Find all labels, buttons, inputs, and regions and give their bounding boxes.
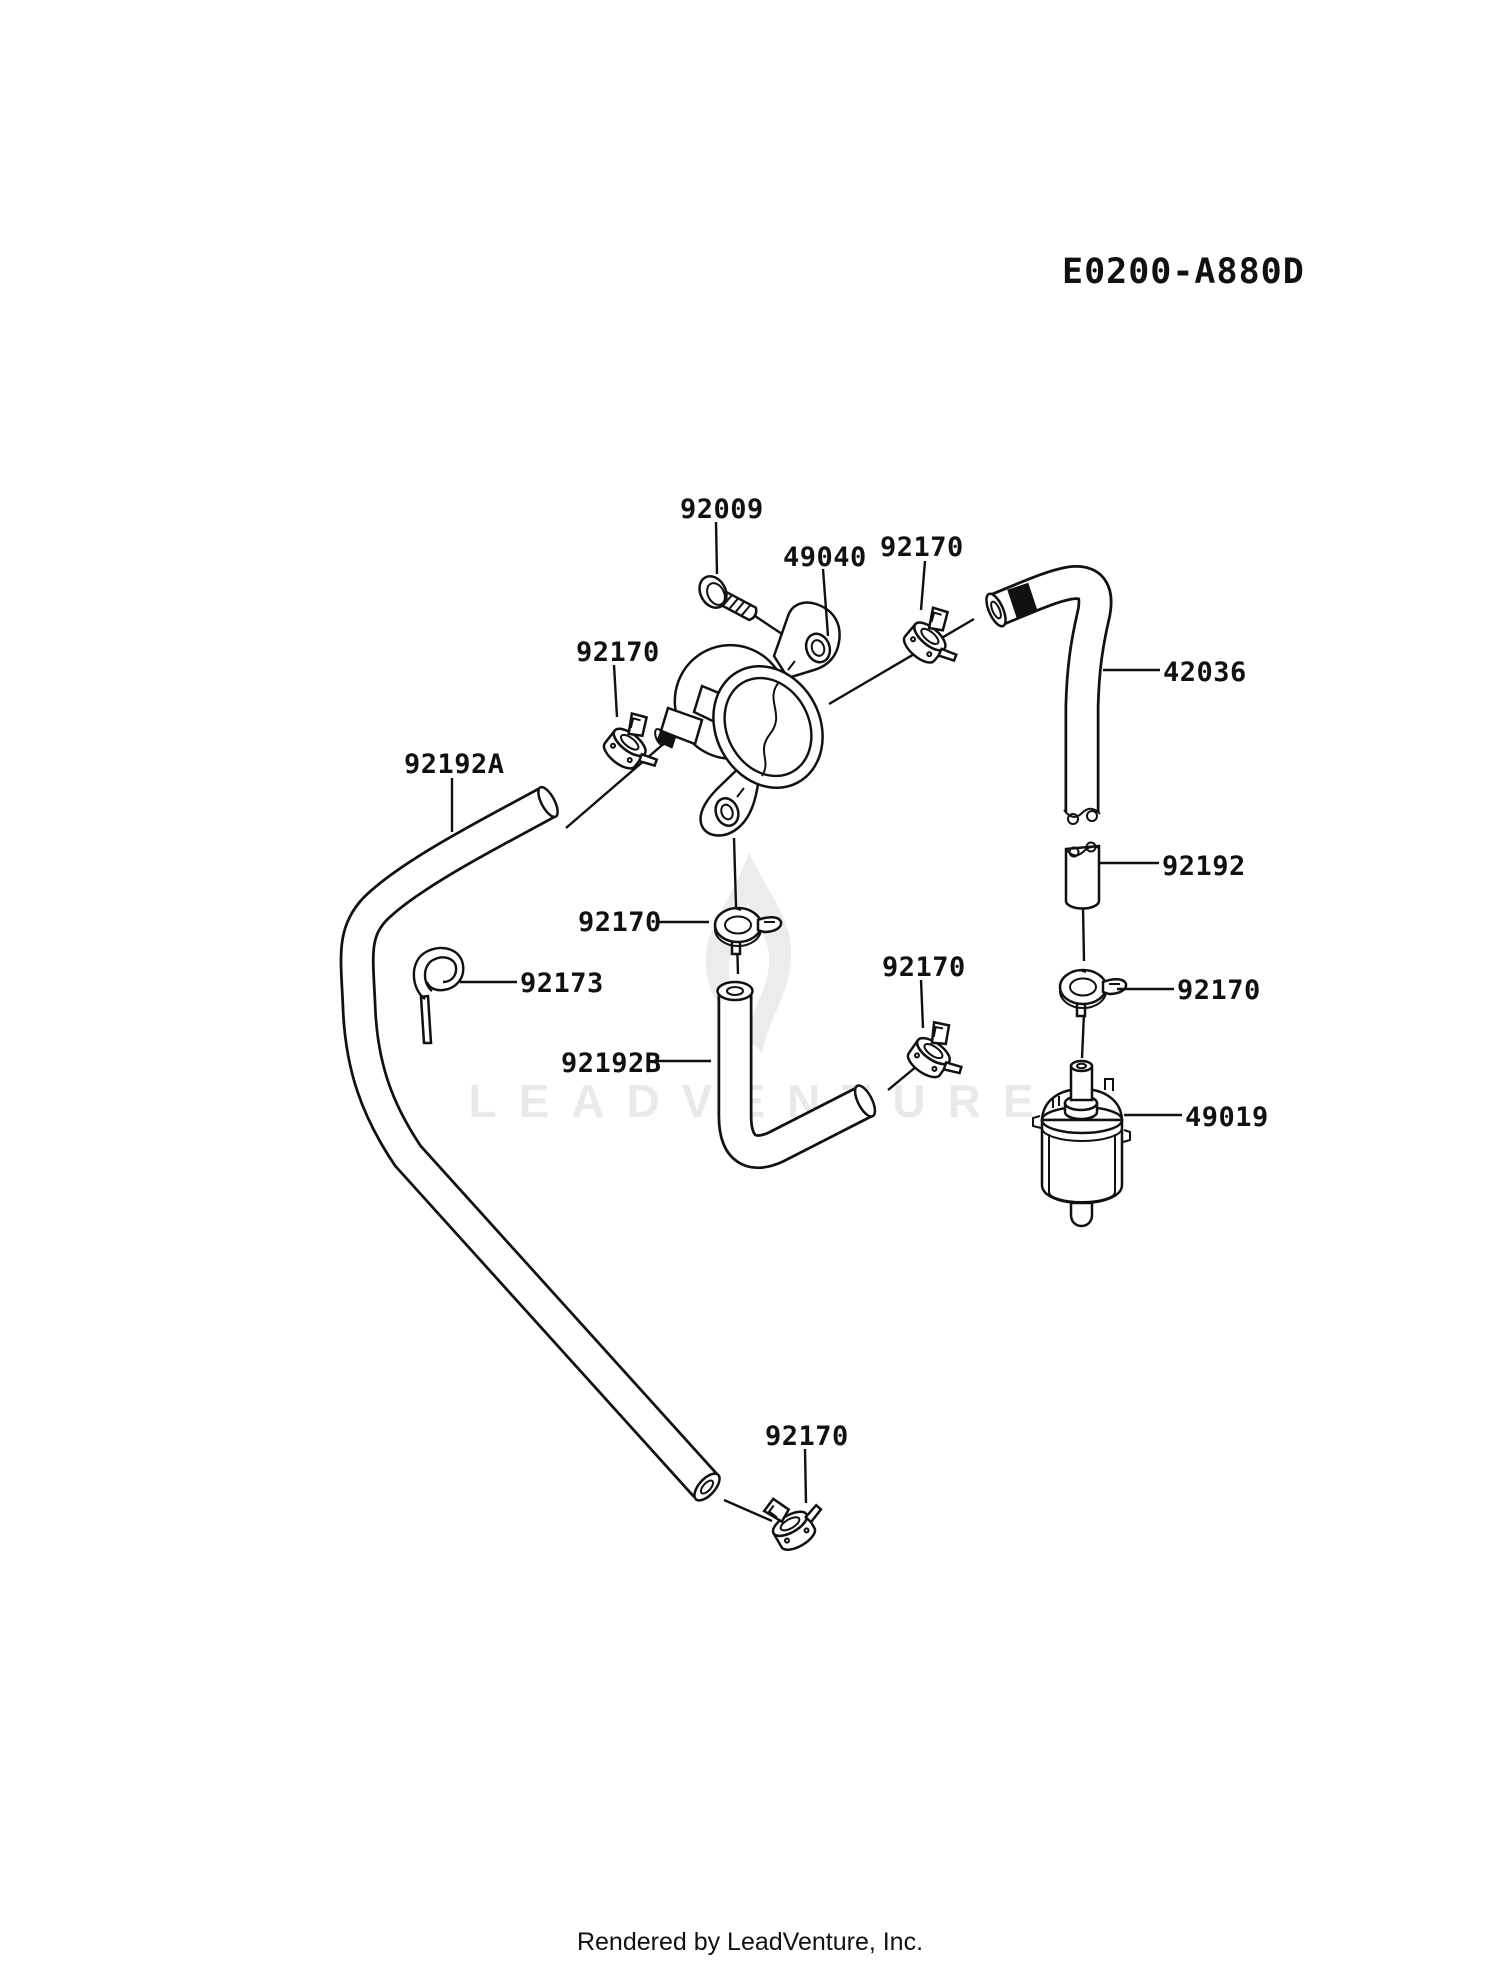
leader-lines [450, 521, 1182, 1504]
assembly-lines [565, 613, 1086, 1523]
footer-text: Rendered by LeadVenture, Inc. [577, 1928, 923, 1956]
part-label-92192a: 92192A [404, 749, 505, 780]
part-label-92170-1: 92170 [880, 532, 964, 563]
hose-clamp-drawing-6 [757, 1479, 833, 1556]
part-label-92009: 92009 [680, 494, 764, 525]
fuel-filter-drawing [1032, 1059, 1131, 1228]
part-label-49019: 49019 [1185, 1102, 1269, 1133]
hose-clamp-drawing-5 [1058, 968, 1128, 1018]
hose-clamp-drawing-2 [898, 599, 977, 679]
part-label-42036: 42036 [1163, 657, 1247, 688]
part-label-92170-6: 92170 [765, 1421, 849, 1452]
part-label-92170-5: 92170 [1177, 975, 1261, 1006]
connector-tube-drawing [1064, 841, 1101, 910]
part-label-92192: 92192 [1162, 851, 1246, 882]
fuel-hose-b-drawing [716, 980, 877, 1169]
fuel-hose-a-drawing [339, 785, 721, 1502]
fuel-pump-drawing [654, 601, 841, 837]
page-title: E0200-A880D [1062, 252, 1305, 292]
part-label-92173: 92173 [520, 968, 604, 999]
part-label-49040: 49040 [783, 542, 867, 573]
part-label-92170-4: 92170 [882, 952, 966, 983]
hook-clip-drawing [412, 946, 465, 1045]
mounting-screw-drawing [698, 575, 758, 622]
part-label-92170-2: 92170 [576, 637, 660, 668]
part-label-92192b: 92192B [561, 1048, 662, 1079]
outlet-hose-drawing [985, 565, 1113, 825]
part-label-92170-3: 92170 [578, 907, 662, 938]
watermark-text: LEADVENTURE [468, 1075, 1055, 1127]
